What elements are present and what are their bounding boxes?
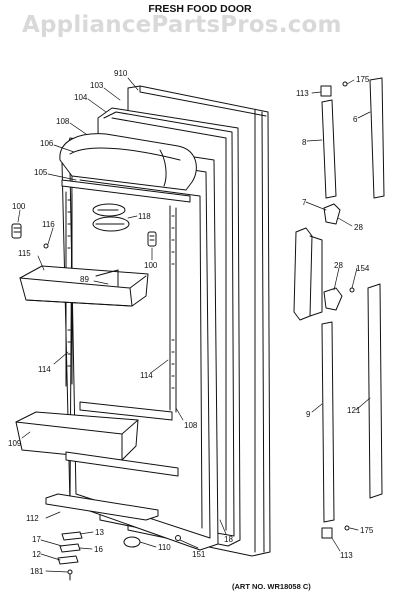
shelf-supports [11,223,157,247]
part-label: 118 [138,212,151,221]
part-label: 108 [184,421,198,430]
part-label: 154 [356,264,370,273]
part-labels: 910 103 104 108 106 105 100 116 118 115 … [8,69,374,576]
part-label: 100 [144,261,158,270]
part-label: 114 [38,365,51,374]
handle-trim-upper [320,85,337,199]
part-label: 114 [140,371,153,380]
part-label: 100 [12,202,26,211]
part-label: 18 [224,535,233,544]
part-label: 109 [8,439,22,448]
part-label: 7 [302,198,307,207]
hinge-hardware [57,531,83,581]
part-label: 17 [32,535,41,544]
part-label: 115 [18,249,31,258]
part-label: 116 [42,220,55,229]
part-label: 113 [340,551,353,560]
leader-lines [17,77,371,573]
door-liner [61,137,219,551]
dairy-compartment [59,133,197,191]
part-label: 28 [334,261,343,270]
door-handle [293,227,323,321]
clip [43,243,49,249]
part-label: 106 [40,139,54,148]
part-label: 175 [356,75,370,84]
part-label: 104 [74,93,88,102]
handle-bracket-lower [323,287,355,311]
long-strip [367,283,383,499]
part-label: 108 [56,117,70,126]
part-label: 16 [94,545,103,554]
part-label: 121 [347,406,361,415]
part-label: 151 [192,550,206,559]
part-label: 110 [158,543,171,552]
handle-trim-lower [321,321,335,539]
part-label: 103 [90,81,104,90]
part-label: 9 [306,410,311,419]
bottom-door-bin [15,411,139,461]
part-label: 28 [354,223,363,232]
screws [342,81,350,531]
part-label: 105 [34,168,48,177]
part-label: 6 [353,115,358,124]
handle-bracket-upper [323,203,341,225]
part-label: 13 [95,528,104,537]
part-label: 12 [32,550,41,559]
part-label: 113 [296,89,309,98]
part-label: 181 [30,567,44,576]
diagram-title: FRESH FOOD DOOR [148,3,252,15]
part-label: 89 [80,275,89,284]
art-number: (ART NO. WR18058 C) [232,582,311,591]
door-shelf-bin [19,265,149,307]
part-label: 112 [26,514,39,523]
handle-endcap [369,77,385,199]
part-label: 910 [114,69,128,78]
watermark-text: AppliancePartsPros.com [22,12,342,38]
part-label: 8 [302,138,307,147]
bottom-trim [45,493,159,521]
egg-bins [92,203,130,232]
lower-liner-shelf [65,401,179,477]
part-label: 175 [360,526,374,535]
shelf-bar [61,179,191,203]
